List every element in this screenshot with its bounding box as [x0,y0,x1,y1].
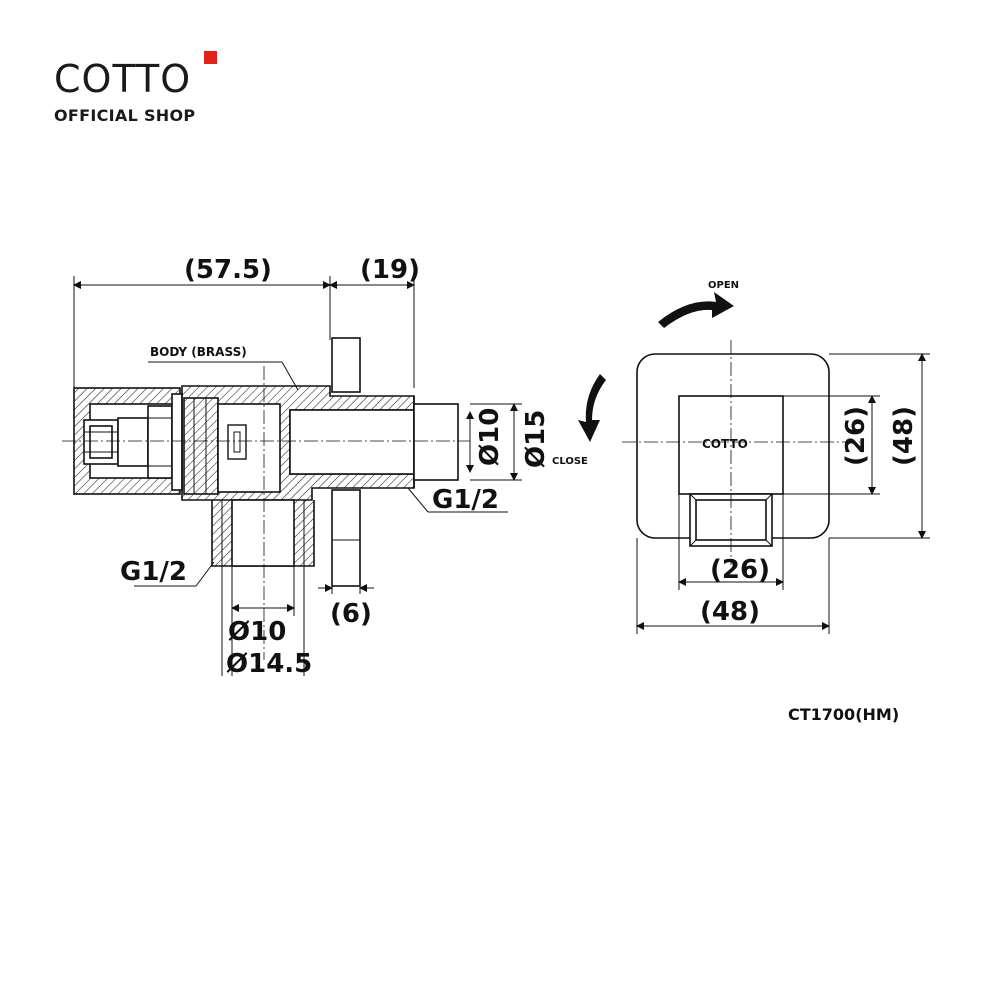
brand-name: COTTO [54,57,192,101]
dim-flange-thickness: (6) [330,599,372,629]
thread-inlet-label: G1/2 [120,557,187,587]
dim-plate-height: (48) [889,406,919,466]
dim-handle-height: (26) [841,406,871,466]
handle-logo-text: COTTO [702,437,748,451]
dim-outlet-length: (19) [360,255,420,285]
side-view [62,276,522,676]
dim-inlet-inner-diameter: Ø10 [228,617,286,647]
close-direction-label: CLOSE [552,456,588,467]
thread-outlet-label: G1/2 [432,485,499,515]
model-number: CT1700(HM) [788,705,900,724]
brand-tagline: OFFICIAL SHOP [54,106,196,125]
dim-plate-width: (48) [700,597,760,627]
dim-total-length: (57.5) [184,255,272,285]
dim-outlet-outer-diameter: Ø15 [521,410,551,468]
body-material-label: BODY (BRASS) [150,345,247,359]
open-direction-label: OPEN [708,280,739,291]
open-arrow-icon [658,292,734,328]
close-arrow-icon [578,374,606,442]
dim-handle-width: (26) [710,555,770,585]
dim-outlet-inner-diameter: Ø10 [475,408,505,466]
brand-accent-square [204,51,217,64]
dim-inlet-outer-diameter: Ø14.5 [226,649,312,679]
front-view [622,340,930,634]
brand-logo: COTTO OFFICIAL SHOP [54,51,217,125]
